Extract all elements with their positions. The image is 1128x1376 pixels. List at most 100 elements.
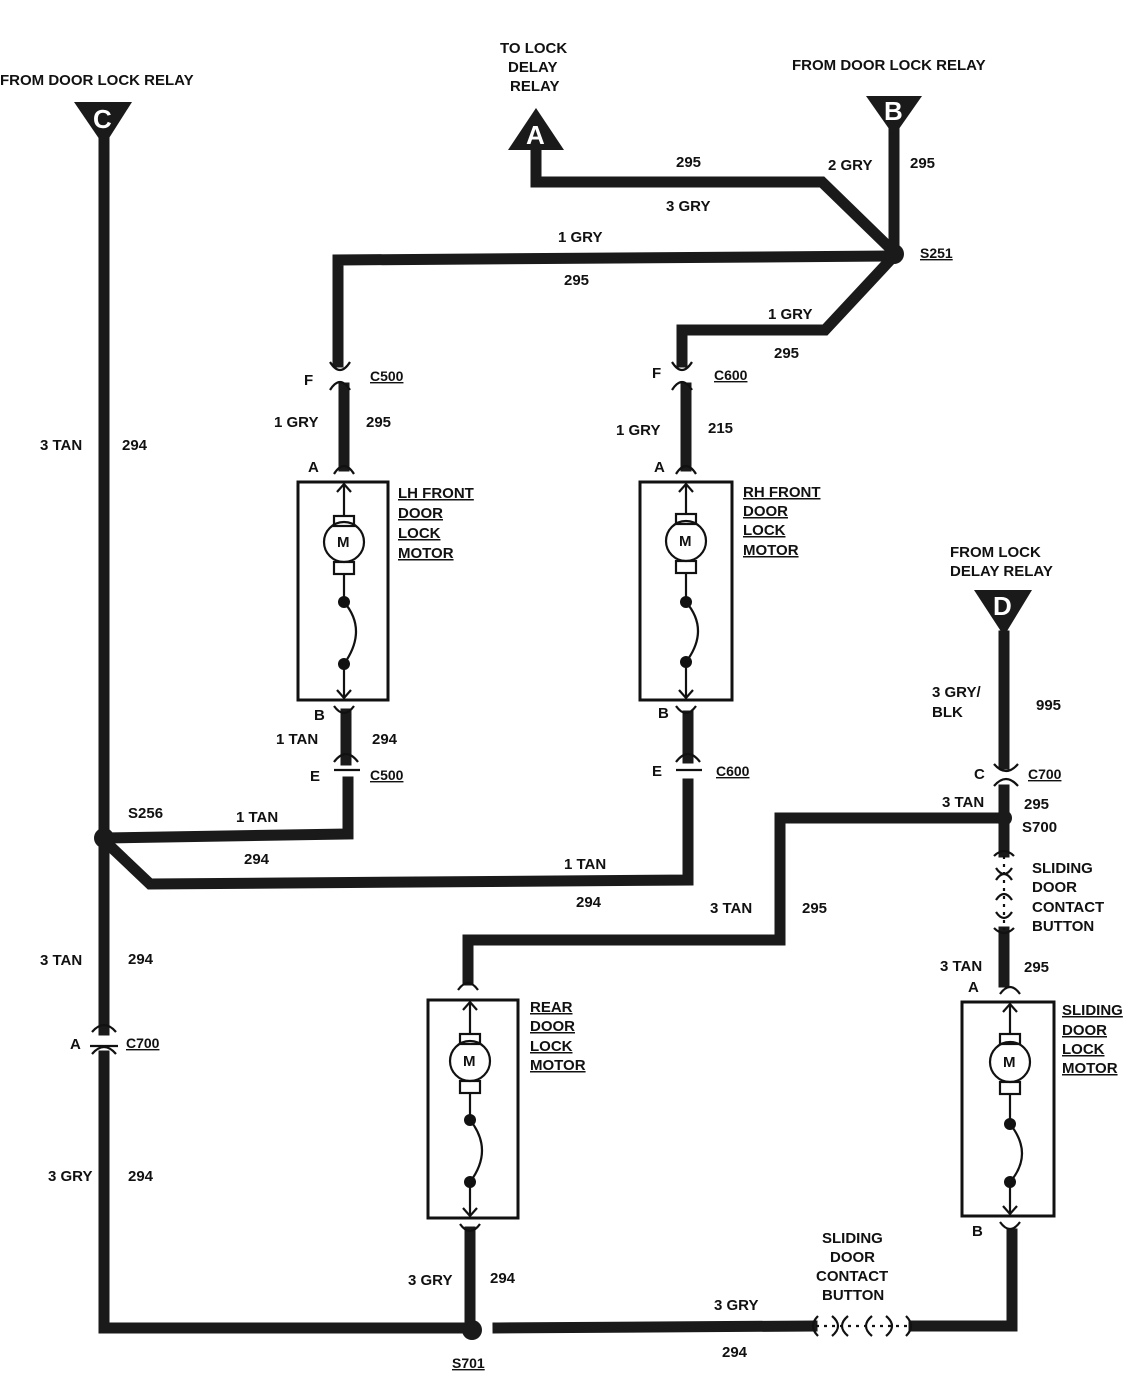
connector-c-letter: C — [93, 104, 112, 134]
contact-upper-line3: CONTACT — [1032, 899, 1104, 916]
connector-c-triangle — [74, 102, 132, 146]
wire-label-d-gauge-line2: BLK — [932, 704, 963, 721]
contact-upper-line2: DOOR — [1032, 879, 1077, 896]
connector-c600-f-lower — [671, 380, 693, 391]
wire-label-s256-lh-circuit: 294 — [244, 851, 270, 868]
wire-label-s256-rh-gauge: 1 TAN — [564, 856, 606, 873]
wire-label-to-rh-gauge: 1 GRY — [768, 306, 812, 323]
connector-c700-a-pin: A — [70, 1036, 81, 1053]
wires — [98, 122, 1018, 1334]
wire-s256-to-lh — [98, 776, 354, 844]
connector-b-triangle — [866, 96, 922, 136]
wire-label-c700c-circuit: 295 — [1024, 796, 1049, 813]
connector-c500-e-pin: E — [310, 768, 320, 785]
sliding-door-contact-button-upper: SLIDING DOOR CONTACT BUTTON — [993, 849, 1104, 935]
rear-arrow-bottom — [462, 1207, 478, 1218]
splice-s701-label: S701 — [452, 1355, 485, 1371]
connector-c500-f: F C500 — [304, 361, 404, 391]
connector-c600-e-ref: C600 — [716, 763, 750, 779]
connector-c700-c-upper — [993, 763, 1019, 773]
rear-motor-letter: M — [463, 1053, 476, 1070]
rear-name-line2: DOOR — [530, 1018, 575, 1035]
wire-label-b-circuit: 295 — [910, 155, 935, 172]
wire-s251-to-lh — [332, 250, 900, 368]
splice-s256-dot — [94, 828, 114, 848]
connector-c700-c: C C700 — [974, 763, 1062, 787]
connector-c600-f-pin: F — [652, 365, 661, 382]
contact-lower-line1: SLIDING — [822, 1230, 883, 1247]
wire-s700-to-rear — [462, 812, 1010, 986]
lh-front-pin-a: A — [308, 459, 319, 476]
lh-front-name-line3: LOCK — [398, 525, 441, 542]
wire-label-rh-top-circuit: 215 — [708, 420, 733, 437]
rear-name-line1: REAR — [530, 999, 573, 1016]
lh-front-switch-arc — [343, 601, 357, 665]
splice-s251-dot — [884, 244, 904, 264]
wire-label-a-circuit: 295 — [676, 154, 701, 171]
wire-label-slide-top-gauge: 3 TAN — [940, 958, 982, 975]
wire-label-bottom-circuit: 294 — [722, 1344, 748, 1361]
wire-label-d-circuit: 995 — [1036, 697, 1061, 714]
rear-name-line3: LOCK — [530, 1038, 573, 1055]
contact-upper-cap1 — [993, 849, 1015, 857]
connector-d-label-line1: FROM LOCK — [950, 544, 1041, 561]
sliding-pin-a-cap — [999, 985, 1021, 995]
rh-front-name-line2: DOOR — [743, 503, 788, 520]
connector-c700-a-cap2 — [91, 1045, 117, 1055]
wire-s701-to-button — [492, 1320, 818, 1334]
rear-arrow-top — [462, 1000, 478, 1011]
connector-c-label: FROM DOOR LOCK RELAY — [0, 72, 194, 89]
wire-label-rear-top-gauge: 3 TAN — [710, 900, 752, 917]
wire-label-bottom-gauge: 3 GRY — [714, 1297, 758, 1314]
connector-c600-f: F C600 — [652, 361, 748, 391]
connector-d-letter: D — [993, 591, 1012, 621]
splice-s701-dot — [462, 1320, 482, 1340]
rear-box — [426, 998, 520, 1220]
splice-s700-label: S700 — [1022, 819, 1057, 836]
rh-front-name-line3: LOCK — [743, 522, 786, 539]
wire-s256-to-rh — [102, 778, 694, 890]
lh-front-motor-cap — [332, 514, 356, 528]
sliding-pin-b: B — [972, 1223, 983, 1240]
connector-c700-c-lower — [993, 777, 1019, 787]
connector-c500-f-pin: F — [304, 372, 313, 389]
wire-label-a-gauge: 3 GRY — [666, 198, 710, 215]
source-d: D FROM LOCK DELAY RELAY — [950, 544, 1053, 636]
wire-label-rear-top-circuit: 295 — [802, 900, 827, 917]
lh-front-door-lock-motor: A M B LH FRONT DOOR LOCK MOTOR — [296, 459, 474, 724]
sliding-door-contact-button-lower: SLIDING DOOR CONTACT BUTTON — [811, 1230, 913, 1337]
connector-c700-c-pin: C — [974, 766, 985, 783]
splice-s700-dot — [996, 810, 1012, 826]
wire-label-lh-bottom-circuit: 294 — [372, 731, 398, 748]
connector-b-letter: B — [884, 96, 903, 126]
source-c: C FROM DOOR LOCK RELAY — [0, 72, 194, 146]
rh-front-motor-letter: M — [679, 533, 692, 550]
connector-c500-f-ref: C500 — [370, 368, 404, 384]
wire-label-s256-down-circuit: 294 — [128, 951, 154, 968]
rear-motor-cap — [458, 1032, 482, 1046]
rh-front-door-lock-motor: A M B RH FRONT DOOR LOCK MOTOR — [638, 459, 821, 722]
wire-label-rear-bottom-gauge: 3 GRY — [408, 1272, 452, 1289]
connector-c600-f-ref: C600 — [714, 367, 748, 383]
wire-label-to-rh-circuit: 295 — [774, 345, 799, 362]
wire-label-s256-down-gauge: 3 TAN — [40, 952, 82, 969]
sliding-name-line4: MOTOR — [1062, 1060, 1118, 1077]
connector-c600-f-upper — [671, 361, 693, 372]
contact-lower-line4: BUTTON — [822, 1287, 884, 1304]
wire-label-lh-bottom-gauge: 1 TAN — [276, 731, 318, 748]
wire-label-s256-rh-circuit: 294 — [576, 894, 602, 911]
rear-name-line4: MOTOR — [530, 1057, 586, 1074]
sliding-motor-base — [998, 1080, 1022, 1096]
splice-s251-label: S251 — [920, 245, 953, 261]
wire-label-c700a-down-circuit: 294 — [128, 1168, 154, 1185]
wire-label-to-lh-gauge: 1 GRY — [558, 229, 602, 246]
wire-label-c700c-gauge: 3 TAN — [942, 794, 984, 811]
connector-a-label-line2: DELAY — [508, 59, 557, 76]
lh-front-pin-b-cap — [333, 705, 355, 715]
sliding-name-line3: LOCK — [1062, 1041, 1105, 1058]
contact-upper-cap2 — [993, 927, 1015, 935]
connector-a-triangle — [508, 108, 564, 150]
splices: S251 S256 S700 S701 — [94, 244, 1057, 1371]
